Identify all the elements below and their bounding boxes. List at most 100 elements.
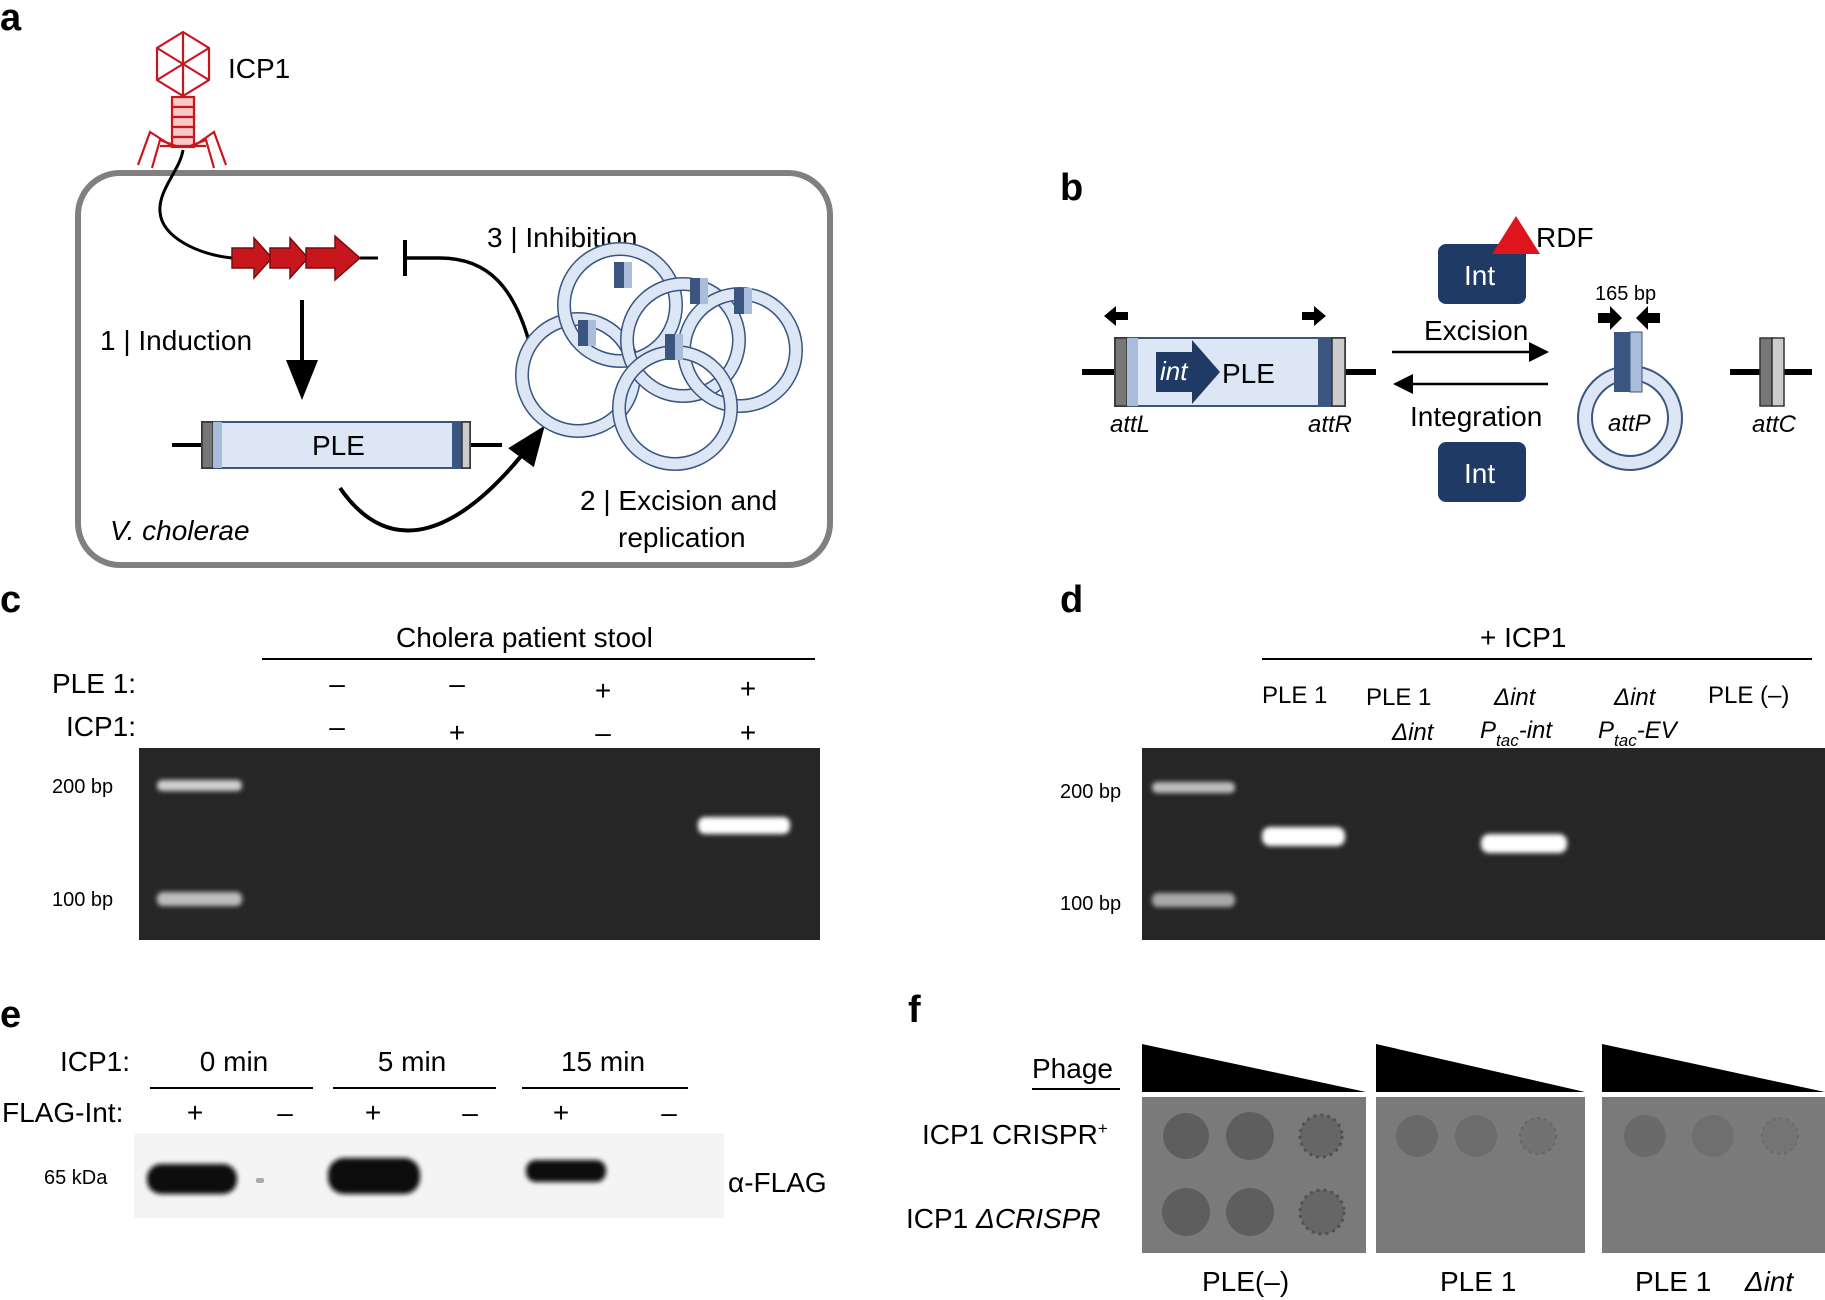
row2-label: ICP1 ΔCRISPR [906,1203,1101,1234]
western-bands [147,1158,606,1194]
c-row2-lane1: – [329,711,345,742]
plate-ple-neg [1142,1097,1366,1253]
gel-d-ladder-100 [1152,893,1235,907]
plate-label-1: PLE(–) [1202,1266,1289,1297]
d-lane4-line2: Ptac-EV [1598,717,1679,750]
c-row1-lane1: – [329,668,345,699]
primer-right-arrow [1302,306,1326,326]
e-time-0: 0 min [200,1046,268,1077]
phage-icp1-icon [136,30,228,169]
panel-e-timepoints: 0 min 5 min 15 min [200,1046,645,1077]
injected-dna [158,149,233,260]
e-time-5: 5 min [378,1046,446,1077]
e-flag-4: – [462,1097,478,1128]
step2-label-line1: 2 | Excision and [580,485,777,516]
inhibition-arrow [405,256,532,346]
gel-d-ladder-200 [1152,782,1235,793]
integrated-ple [172,421,502,469]
d-lane5-line1: PLE (–) [1708,682,1789,709]
integrated-ple-b [1082,337,1376,407]
plate-ple1 [1376,1097,1585,1253]
primer-attp-right [1636,306,1660,330]
e-band-15min [526,1160,606,1182]
panel-e-label: e [0,994,21,1036]
phage-genes [231,234,362,282]
gel-d-band-lane3 [1481,834,1567,853]
panel-a-label: a [0,0,22,39]
e-flag-1: + [187,1097,203,1128]
attp-circle [1577,331,1683,471]
gel-c-bands [157,780,790,906]
gel-d-ladder-200-label: 200 bp [1060,781,1121,803]
primer-attp-left [1598,306,1622,330]
ple-label-b: PLE [1222,358,1275,389]
attp-label: attP [1608,410,1651,437]
d-lane2-line1: PLE 1 [1366,684,1431,711]
d-lane2-line2: Δint [1391,719,1435,746]
panel-f-label: f [908,989,921,1031]
phage-gradient-3 [1602,1044,1825,1092]
d-lane3-line1: Δint [1493,684,1537,711]
c-row1-lane4: + [740,673,756,704]
attc-site [1730,337,1812,407]
e-flag-3: + [365,1097,381,1128]
d-lane3-line2: Ptac-int [1480,717,1553,750]
excision-arrow-a [338,425,545,533]
int-bottom-label: Int [1464,458,1495,489]
gel-c-ladder-100-label: 100 bp [52,889,113,911]
plate-ple1-dint [1602,1097,1825,1253]
c-row1-lane2: – [449,668,465,699]
gel-d-bands [1152,782,1567,907]
size-label: 165 bp [1595,283,1656,305]
c-row1-lane3: + [595,675,611,706]
panel-d-header: + ICP1 [1480,622,1566,653]
panel-e-flag-signs: + – + – + – [187,1097,677,1128]
e-time-15: 15 min [561,1046,645,1077]
ple-label-a: PLE [312,430,365,461]
rdf-triangle [1492,216,1540,254]
gel-c-ladder-200 [157,780,242,791]
int-box-top [1438,244,1526,304]
rdf-label: RDF [1536,222,1594,253]
antibody-label: α-FLAG [728,1167,827,1198]
panel-c-lane-signs: – – + + – + – + [329,668,756,748]
integration-label: Integration [1410,401,1542,432]
int-box-bottom [1438,442,1526,502]
panel-e-row2-label: FLAG-Int: [2,1097,123,1128]
step2-label-line2: replication [618,522,746,553]
int-top-label: Int [1464,260,1495,291]
e-flag-2: – [277,1097,293,1128]
gel-c-ladder-100 [157,892,242,906]
d-lane4-line1: Δint [1613,684,1657,711]
d-lane1-line1: PLE 1 [1262,682,1327,709]
plate-label-3: PLE 1 Δint [1635,1266,1794,1297]
host-label: V. cholerae [110,515,250,546]
replicated-ple-circles [515,242,803,471]
gel-c [139,748,820,940]
c-row2-lane4: + [740,717,756,748]
gel-c-ladder-200-label: 200 bp [52,776,113,798]
step1-label: 1 | Induction [100,325,252,356]
c-row2-lane3: – [595,717,611,748]
attr-label: attR [1308,411,1352,438]
cell-outline [75,170,833,568]
row1-label: ICP1 CRISPR+ [922,1119,1108,1150]
marker-label: 65 kDa [44,1167,108,1189]
e-band-5min [328,1158,420,1194]
attl-label: attL [1110,411,1150,438]
int-gene-label: int [1160,356,1189,386]
c-row2-lane2: + [449,717,465,748]
phage-label: ICP1 [228,53,290,84]
panel-c-label: c [0,579,21,621]
phage-gradient-2 [1376,1044,1585,1092]
attc-label: attC [1752,411,1797,438]
e-flag-6: – [661,1097,677,1128]
e-band-0min [147,1164,237,1194]
phage-gradient-label: Phage [1032,1053,1113,1084]
panel-c-header: Cholera patient stool [396,622,653,653]
excision-label: Excision [1424,315,1528,346]
panel-c-row2-label: ICP1: [66,711,136,742]
primer-left-arrow [1104,306,1128,326]
panel-b-label: b [1060,167,1083,209]
